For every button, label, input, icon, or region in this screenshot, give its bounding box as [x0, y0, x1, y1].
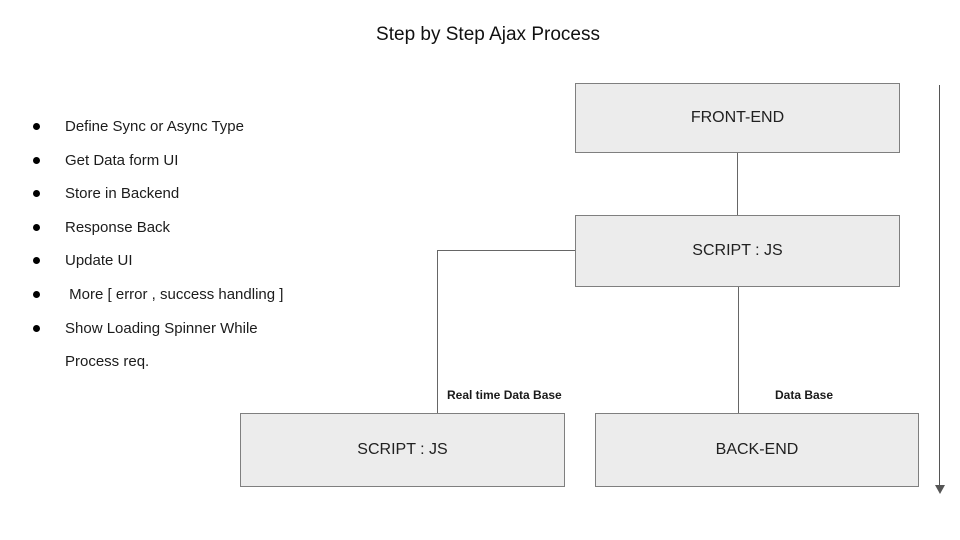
- node-script-js-main: SCRIPT : JS: [575, 215, 900, 287]
- bullet-dot-icon: [33, 324, 40, 332]
- flow-arrow-line: [939, 85, 940, 485]
- bullet-item: Store in Backend: [30, 177, 350, 211]
- connector-script-to-realtime-horizontal: [437, 250, 575, 251]
- node-front-end-label: FRONT-END: [690, 109, 785, 126]
- bullet-text: Define Sync or Async Type: [65, 118, 244, 135]
- bullet-item: Update UI: [30, 244, 350, 278]
- bullet-dot-icon: [33, 190, 40, 198]
- bullet-dot-icon: [33, 290, 40, 298]
- bullet-item: Define Sync or Async Type: [30, 110, 350, 144]
- node-script-js-main-label: SCRIPT : JS: [692, 242, 783, 259]
- bullet-dot-icon: [33, 123, 40, 130]
- bullet-text: More [ error , success handling ]: [65, 285, 284, 303]
- node-back-end-label: BACK-END: [715, 441, 799, 458]
- edge-label-realtime-database: Real time Data Base: [447, 388, 562, 402]
- arrow-down-icon: [935, 485, 945, 494]
- node-front-end: FRONT-END: [575, 83, 900, 153]
- diagram-title: Step by Step Ajax Process: [376, 24, 600, 45]
- bullet-item: Show Loading Spinner While Process req.: [30, 312, 350, 379]
- bullet-text: Show Loading Spinner While Process req.: [65, 319, 258, 371]
- bullet-text: Response Back: [65, 218, 171, 236]
- bullet-text: Get Data form UI: [65, 151, 179, 169]
- bullet-text: Update UI: [65, 252, 133, 270]
- bullet-item: More [ error , success handling ]: [30, 278, 350, 312]
- bullet-item: Get Data form UI: [30, 144, 350, 178]
- connector-script-to-backend: [738, 287, 739, 413]
- bullet-item: Response Back: [30, 211, 350, 245]
- bullet-dot-icon: [33, 257, 40, 265]
- bullet-dot-icon: [33, 223, 40, 231]
- node-script-js-realtime-label: SCRIPT : JS: [357, 441, 448, 458]
- connector-script-to-realtime-vertical: [437, 250, 438, 413]
- bullet-dot-icon: [33, 156, 40, 164]
- bullet-text: Store in Backend: [65, 185, 180, 203]
- connector-frontend-to-script: [737, 153, 738, 215]
- node-script-js-realtime: SCRIPT : JS: [240, 413, 565, 487]
- node-back-end: BACK-END: [595, 413, 919, 487]
- edge-label-database: Data Base: [775, 388, 834, 402]
